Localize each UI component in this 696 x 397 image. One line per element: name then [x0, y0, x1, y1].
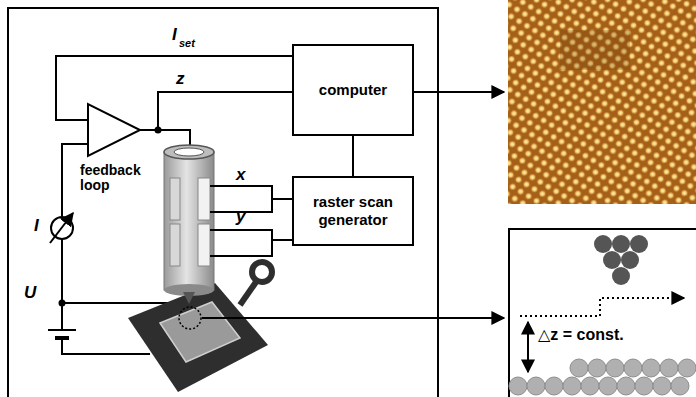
battery-symbol [55, 336, 69, 340]
zoom-circle [179, 307, 201, 329]
tip-path [520, 298, 684, 316]
surface-atom [653, 377, 671, 395]
piezo-tube-top [164, 145, 214, 159]
piezo-tube-top [174, 148, 204, 156]
surface-atom [642, 359, 660, 377]
surface-atom [606, 359, 624, 377]
distance-label: △z = const. [538, 326, 624, 344]
atom-lattice [508, 0, 696, 204]
battery-symbol [48, 329, 76, 331]
tip-atom [594, 235, 612, 253]
image-arrow [414, 91, 504, 93]
surface-atom [617, 377, 635, 395]
x-electrode [170, 178, 180, 220]
y-bracket [210, 230, 272, 256]
surface-atom [678, 359, 696, 377]
surface-atom [660, 359, 678, 377]
loop-label: feedback loop [80, 163, 152, 194]
tip [183, 292, 195, 304]
zoom-frame [509, 229, 696, 397]
surface-atom [563, 377, 581, 395]
signal-name: I [34, 217, 39, 236]
surface-atom [588, 359, 606, 377]
signal-name: I [172, 26, 177, 45]
zoom-arrow [202, 317, 504, 319]
signal-name: x [236, 166, 245, 185]
signal-name: z [176, 70, 185, 89]
surface-atom [570, 359, 588, 377]
y-wire [272, 239, 292, 241]
amplifier-symbol [88, 104, 140, 156]
signal-name: y [236, 208, 245, 227]
sample-surface [160, 302, 240, 362]
x-wire [272, 198, 292, 200]
surface-atom [599, 377, 617, 395]
y-electrode [170, 224, 180, 266]
surface-atom [581, 377, 599, 395]
node-text-group: computer [319, 81, 387, 99]
signal-name: U [24, 284, 36, 303]
surface-atom [624, 359, 642, 377]
ammeter-arrow [50, 213, 73, 243]
panel-frame [8, 8, 438, 397]
node-text-group: raster scan generator [300, 193, 406, 229]
process-box: computer [292, 44, 414, 136]
tip-atom [630, 235, 648, 253]
surface-atom [509, 377, 527, 395]
box-label: raster scan generator [300, 193, 406, 229]
signal-wire [352, 136, 354, 176]
box-label: computer [319, 81, 387, 99]
tip-atom [621, 251, 639, 269]
image-shade [560, 30, 630, 70]
junction-dot [155, 127, 162, 134]
signal-subscript: set [179, 37, 195, 49]
stm-image-ground [508, 0, 696, 204]
z-wire [158, 92, 292, 130]
distance-arrow [527, 322, 529, 372]
sample-holder [128, 283, 268, 392]
surface-atom [635, 377, 653, 395]
piezo-tube [164, 152, 214, 290]
sample-handle [240, 282, 256, 305]
tip-atom [603, 251, 621, 269]
bias-wire [61, 239, 63, 330]
surface-atoms [509, 359, 696, 395]
y-electrode [198, 224, 210, 266]
surface-atom [671, 377, 689, 395]
tip-atoms [594, 235, 648, 285]
tip-atom [612, 267, 630, 285]
process-box: raster scan generator [292, 176, 414, 246]
sample-handle [252, 262, 272, 282]
x-electrode [198, 178, 210, 220]
sample-wire [62, 340, 150, 354]
surface-atom [545, 377, 563, 395]
tip-atom [612, 235, 630, 253]
surface-atom [527, 377, 545, 395]
